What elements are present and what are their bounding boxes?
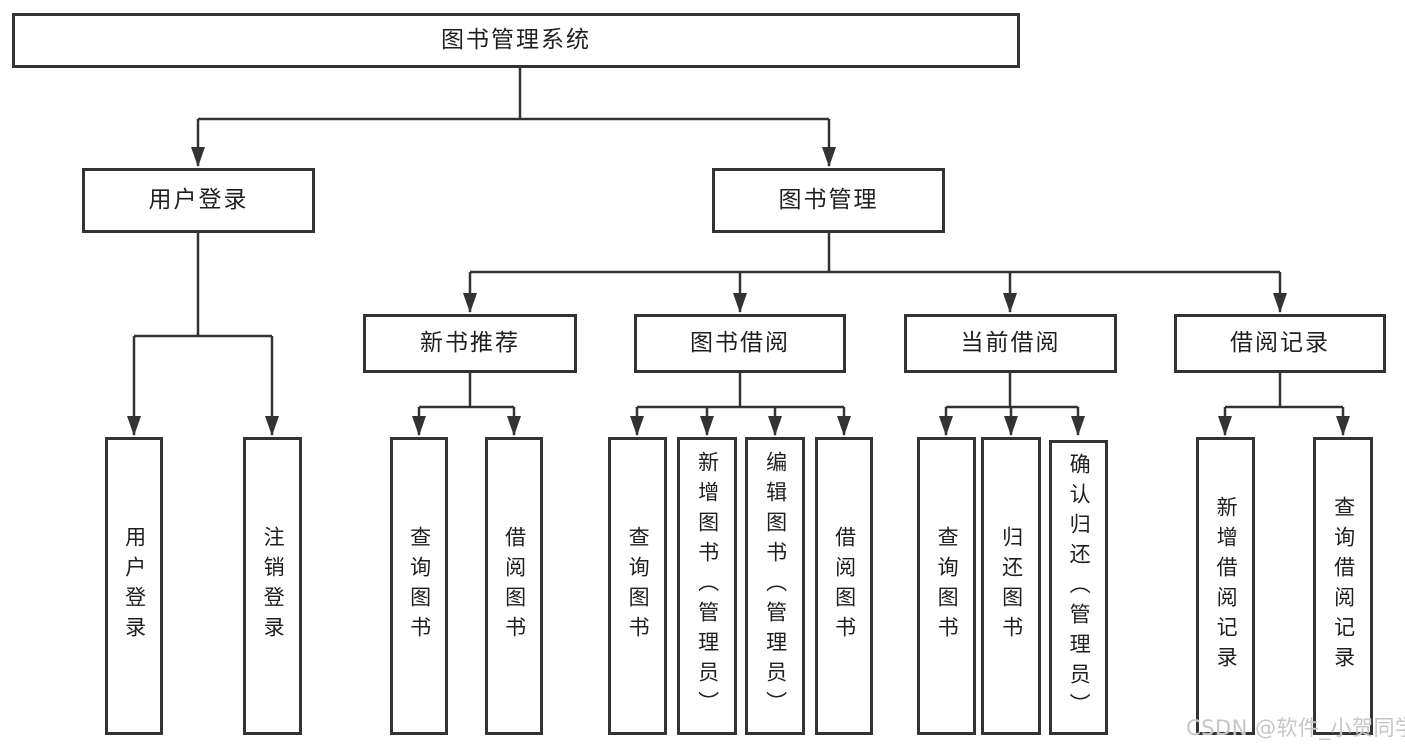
leaf-borrowing-add-books-admin: 新增图书（管理员） [677, 437, 737, 735]
leaf-borrowing-edit-books-admin: 编辑图书（管理员） [745, 437, 805, 735]
leaf-current-query-books: 查询图书 [917, 437, 976, 735]
leaf-borrowing-query-books: 查询图书 [608, 437, 667, 735]
leaf-records-query-borrow-record: 查询借阅记录 [1313, 437, 1373, 735]
leaf-records-add-borrow-record: 新增借阅记录 [1196, 437, 1255, 735]
node-new-book-recommendation: 新书推荐 [363, 314, 577, 373]
node-book-borrowing: 图书借阅 [634, 314, 846, 373]
node-root-library-management-system: 图书管理系统 [12, 13, 1020, 68]
leaf-current-return-books: 归还图书 [981, 437, 1041, 735]
node-user-login: 用户登录 [82, 168, 315, 233]
node-current-borrowing: 当前借阅 [904, 314, 1117, 373]
leaf-current-confirm-return-admin: 确认归还（管理员） [1049, 440, 1108, 735]
leaf-borrowing-borrow-books: 借阅图书 [815, 437, 873, 735]
leaf-recommend-borrow-books: 借阅图书 [485, 437, 543, 735]
node-book-management: 图书管理 [712, 168, 945, 233]
leaf-user-login: 用户登录 [105, 437, 163, 735]
leaf-recommend-query-books: 查询图书 [390, 437, 448, 735]
leaf-logout: 注销登录 [243, 437, 302, 735]
node-borrowing-records: 借阅记录 [1174, 314, 1386, 373]
csdn-watermark: CSDN @软件_小贺同学 [1186, 716, 1405, 740]
